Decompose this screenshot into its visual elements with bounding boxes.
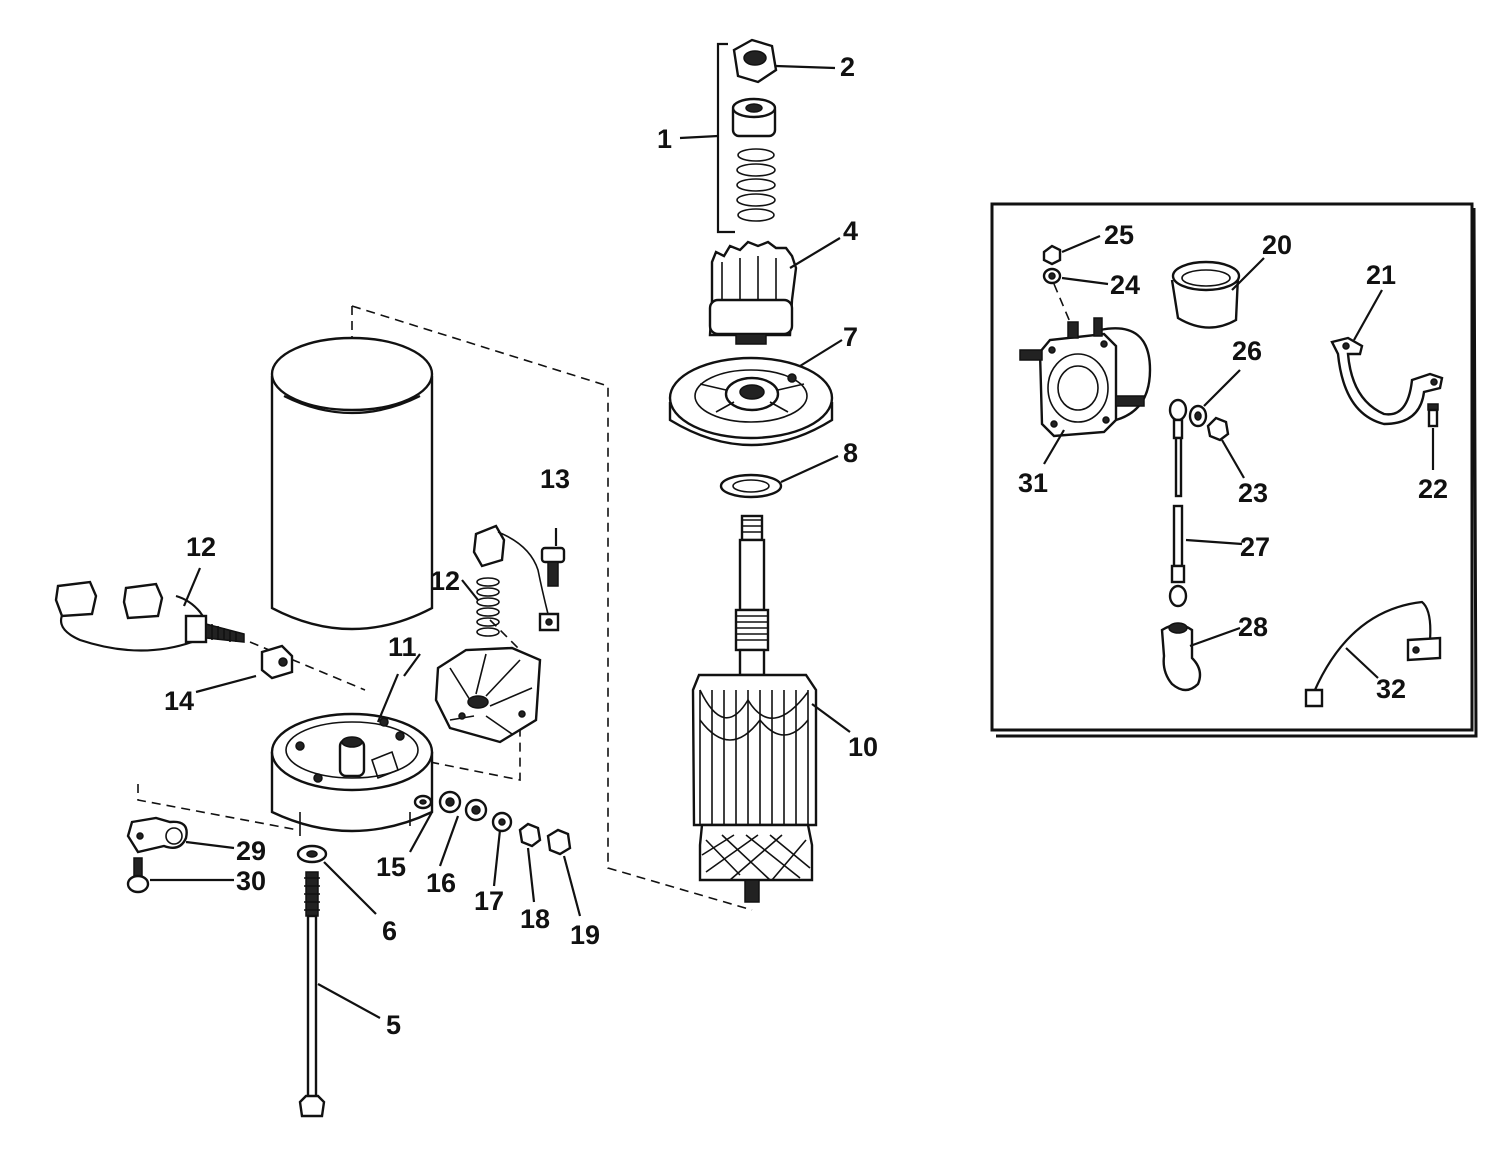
part-8-thrust-washer [719, 454, 839, 499]
label-10: 10 [848, 732, 878, 762]
label-26: 26 [1232, 336, 1262, 366]
label-17: 17 [474, 886, 504, 916]
part-2-nut [732, 38, 836, 84]
label-24: 24 [1110, 270, 1140, 300]
label-11: 11 [388, 632, 417, 662]
label-27: 27 [1240, 532, 1270, 562]
label-12-right: 12 [430, 566, 460, 596]
part-number-labels: 1 2 4 7 8 10 11 12 12 13 14 15 16 17 18 … [164, 52, 1448, 1040]
part-26-washer [1188, 369, 1241, 428]
label-5: 5 [386, 1010, 401, 1040]
part-19-nut [518, 822, 582, 917]
label-31: 31 [1018, 468, 1048, 498]
part-4-drive-pinion [708, 237, 841, 345]
part-18-lockwasher [491, 811, 536, 903]
part-12-brush-holder-left [54, 567, 245, 652]
drive-kit-bracket [679, 42, 735, 234]
label-13: 13 [540, 464, 570, 494]
part-25-nut [1042, 234, 1101, 266]
inset-solenoid-kit-box [990, 202, 1478, 738]
part-spring [736, 148, 776, 222]
part-22-screw [1427, 403, 1439, 470]
label-14: 14 [164, 686, 194, 716]
label-1: 1 [657, 124, 672, 154]
label-6: 6 [382, 916, 397, 946]
label-18: 18 [520, 904, 550, 934]
part-spacer [731, 97, 777, 138]
label-12-left: 12 [186, 532, 216, 562]
assembly-dashed-lines [137, 305, 753, 911]
part-30-screw [126, 857, 234, 894]
label-19: 19 [570, 920, 600, 950]
label-2: 2 [840, 52, 855, 82]
label-23: 23 [1238, 478, 1268, 508]
label-21: 21 [1366, 260, 1396, 290]
label-32: 32 [1376, 674, 1406, 704]
label-29: 29 [236, 836, 266, 866]
part-28-terminal-boot [1160, 622, 1241, 692]
part-13-screw [540, 528, 566, 587]
part-12-brush-right [461, 524, 560, 637]
part-field-frame-housing [270, 336, 434, 631]
label-20: 20 [1262, 230, 1292, 260]
part-32-ground-strap [1304, 600, 1442, 708]
part-23-nut [1206, 416, 1245, 479]
part-7-end-frame [668, 339, 843, 447]
label-16: 16 [426, 868, 456, 898]
part-6-washer [296, 844, 377, 915]
label-15: 15 [376, 852, 406, 882]
part-29-clamp [126, 816, 235, 854]
part-17-washer [464, 798, 502, 887]
part-27-cable [1168, 398, 1243, 608]
part-14-terminal-block [195, 644, 294, 694]
label-25: 25 [1104, 220, 1134, 250]
label-8: 8 [843, 438, 858, 468]
part-21-bracket [1330, 289, 1444, 426]
label-4: 4 [843, 216, 858, 246]
part-commutator-end-head [270, 653, 434, 836]
part-11-brush-plate [434, 646, 542, 744]
label-22: 22 [1418, 474, 1448, 504]
label-7: 7 [843, 322, 858, 352]
part-15-washer [409, 794, 433, 853]
part-5-through-bolt [298, 871, 381, 1118]
part-24-lockwasher [1042, 267, 1109, 323]
part-16-washer [438, 790, 462, 867]
part-20-boot [1170, 257, 1265, 329]
label-30: 30 [236, 866, 266, 896]
part-10-armature [691, 514, 851, 903]
label-28: 28 [1238, 612, 1268, 642]
part-31-solenoid [1019, 317, 1152, 465]
